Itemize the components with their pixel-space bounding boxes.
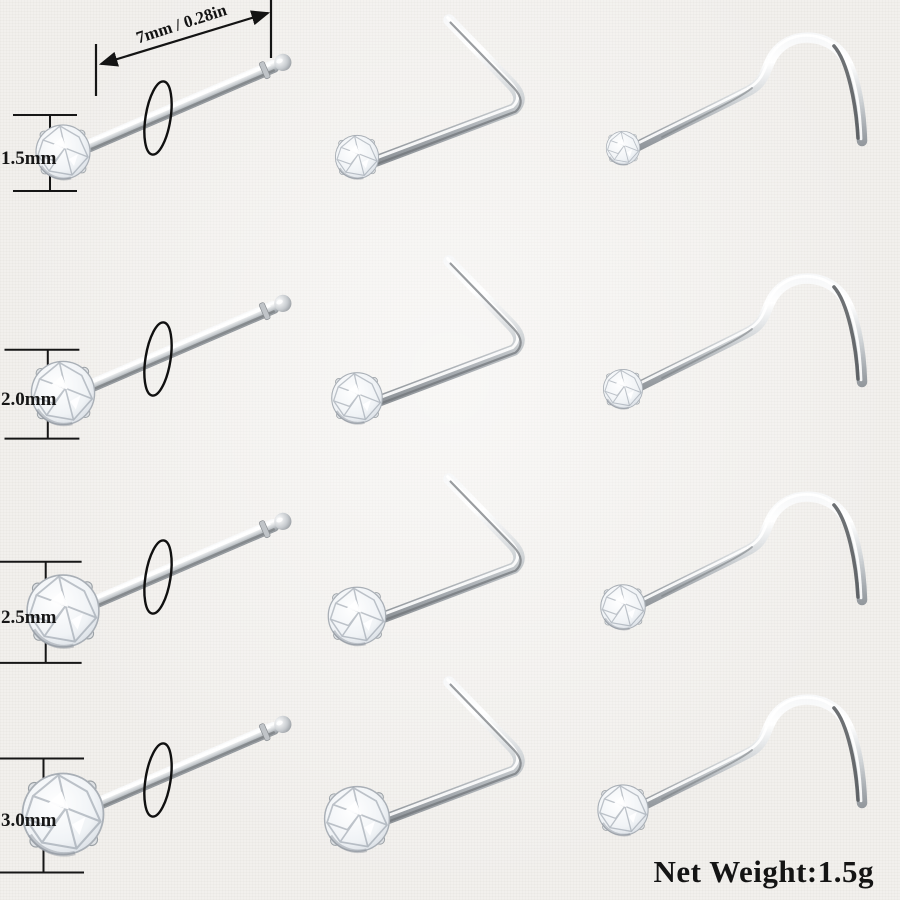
- pin-ball-end: [274, 512, 292, 530]
- gem-size-label: 1.5mm: [1, 148, 57, 169]
- gem-with-bracket: [0, 759, 104, 873]
- nose-screw-stud-cell: [600, 0, 900, 225]
- gem-icon: [596, 783, 650, 837]
- gem-icon: [330, 371, 384, 425]
- stud-pin: [83, 512, 292, 612]
- gem-icon: [599, 583, 647, 631]
- rotation-indicator-icon: [143, 321, 173, 397]
- nose-bone-stud-cell: 7mm / 0.28in: [0, 0, 300, 225]
- l-shape-stud-image: [330, 255, 525, 425]
- nose-bone-stud-cell: 7mm / 0.28in: [0, 675, 300, 900]
- stud-pin: [370, 676, 525, 829]
- gem-icon: [605, 130, 641, 166]
- stud-pin: [624, 491, 868, 615]
- nose-screw-stud-cell: [596, 675, 900, 900]
- pin-flange: [258, 520, 271, 539]
- net-weight-label: Net Weight:1.5g: [653, 854, 874, 889]
- pin-flange: [258, 61, 271, 80]
- l-shape-stud-image: [322, 676, 525, 854]
- product-row: 7mm / 0.28in: [0, 675, 900, 900]
- nose-screw-stud-cell: [600, 225, 900, 450]
- stud-pin: [624, 694, 868, 818]
- nose-bone-stud-cell: 7mm / 0.28in: [0, 225, 300, 450]
- nose-screw-stud-image: [599, 491, 868, 631]
- nose-bone-stud-image: 7mm / 0.28in: [0, 715, 292, 900]
- l-shape-stud-image: [334, 14, 525, 180]
- product-row: 7mm / 0.28in: [0, 450, 900, 675]
- nose-screw-stud-image: [596, 694, 868, 837]
- stud-pin: [83, 53, 292, 153]
- nose-screw-stud-image: [605, 32, 868, 166]
- gem-size-label: 3.0mm: [1, 810, 57, 831]
- rotation-indicator-icon: [143, 80, 173, 156]
- pin-ball-end: [274, 294, 292, 312]
- stud-pin: [370, 473, 525, 626]
- nose-bone-stud-image: 7mm / 0.28in: [1, 294, 292, 450]
- dimension-arrow: [98, 10, 271, 67]
- product-row: 7mm / 0.28in: [0, 0, 900, 225]
- gem-icon: [326, 585, 388, 647]
- nose-screw-stud-image: [602, 273, 868, 410]
- gem-with-bracket: [13, 115, 92, 191]
- nose-bone-stud-image: 7mm / 0.28in: [1, 0, 292, 225]
- gem-icon: [334, 134, 380, 180]
- stud-pin: [83, 715, 292, 815]
- gem-with-bracket: [0, 562, 101, 663]
- gem-icon: [322, 784, 392, 854]
- pin-flange: [258, 723, 271, 742]
- gem-icon: [602, 368, 644, 410]
- gem-size-label: 2.5mm: [1, 607, 57, 628]
- gem-size-label: 2.0mm: [1, 389, 57, 410]
- l-shape-stud-image: [326, 473, 525, 647]
- stud-pin: [370, 14, 525, 167]
- nose-screw-stud-cell: [599, 450, 900, 675]
- l-shape-stud-cell: [300, 675, 600, 900]
- rotation-indicator-icon: [143, 539, 173, 615]
- l-shape-stud-cell: [300, 450, 600, 675]
- stud-pin: [83, 294, 292, 394]
- nose-bone-stud-image: 7mm / 0.28in: [0, 512, 292, 675]
- nose-bone-stud-cell: 7mm / 0.28in: [0, 450, 300, 675]
- pin-ball-end: [274, 715, 292, 733]
- gem-with-bracket: [5, 350, 97, 439]
- stud-pin: [624, 32, 868, 156]
- stud-pin: [370, 255, 525, 408]
- l-shape-stud-cell: [300, 0, 600, 225]
- l-shape-stud-cell: [300, 225, 600, 450]
- product-row: 7mm / 0.28in: [0, 225, 900, 450]
- stud-pin: [624, 273, 868, 397]
- pin-ball-end: [274, 53, 292, 71]
- pin-flange: [258, 302, 271, 321]
- rotation-indicator-icon: [143, 742, 173, 818]
